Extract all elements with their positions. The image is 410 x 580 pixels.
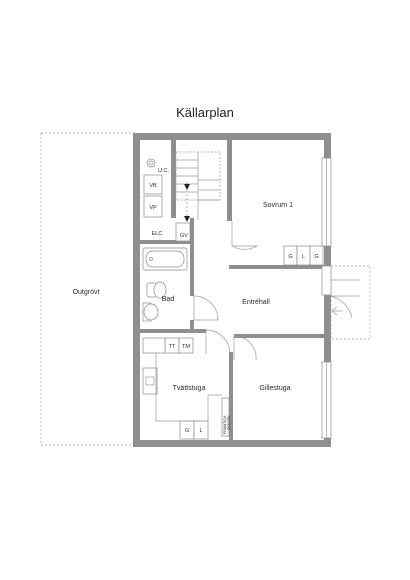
fixture-label-vb: VB	[149, 183, 157, 189]
door-swings	[193, 221, 259, 361]
entrance-door	[321, 265, 360, 319]
windows	[321, 157, 332, 439]
room-label-rec-room: Gillestuga	[259, 385, 290, 392]
stair-arrow-icon-2	[184, 216, 190, 222]
bathroom-fixtures	[142, 247, 188, 322]
staircase	[175, 151, 221, 222]
pentry-label-line1: FRAMTIDA	[223, 415, 227, 434]
plan-title: Källarplan	[176, 105, 234, 120]
room-label-laundry: Tvättstuga	[173, 385, 206, 392]
stair-arrow-icon	[184, 184, 190, 190]
fixture-label-elc: ELC	[152, 231, 163, 237]
unexcavated-area-outline	[40, 132, 137, 446]
interior-walls	[140, 140, 324, 440]
entrance-landing-outline	[330, 265, 371, 340]
utility-fixtures	[142, 158, 324, 440]
pentry-label-line2: PENTRY	[227, 415, 231, 430]
fixture-label-tv-l: L	[199, 428, 202, 434]
closet-label-l: L	[302, 254, 305, 260]
fixture-label-tm: TM	[182, 344, 190, 350]
fixture-label-uc: U.C.	[158, 168, 169, 174]
entrance-arrow-icon	[331, 306, 343, 316]
room-label-bath: Bad	[162, 296, 175, 303]
fixture-label-tt: TT	[169, 344, 176, 350]
closet-label-g2: G	[314, 254, 318, 260]
room-label-bedroom: Sovrum 1	[263, 202, 293, 209]
fixture-label-gv: GV	[180, 233, 188, 239]
fixture-label-tv-g: G	[185, 428, 189, 434]
closet-label-g1: G	[288, 254, 292, 260]
room-label-hall: Entréhall	[242, 299, 270, 306]
fixture-label-vp: VP	[149, 205, 157, 211]
area-label-unexcavated: Outgrövt	[73, 289, 100, 296]
